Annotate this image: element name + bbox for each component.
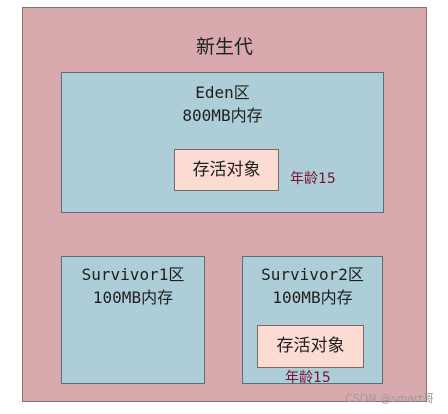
watermark: CSDN @smart哥 [345,392,434,405]
survivor2-object-age: 年龄15 [285,370,331,386]
survivor1-name: Survivor1区 [81,265,185,284]
survivor2-size: 100MB内存 [272,288,353,307]
survivor1-size: 100MB内存 [92,288,174,307]
eden-object-age: 年龄15 [290,171,336,187]
survivor2-live-object: 存活对象 [257,325,364,368]
survivor1-region: Survivor1区 100MB内存 [61,256,205,384]
eden-size: 800MB内存 [182,106,263,125]
survivor2-name: Survivor2区 [261,265,364,284]
young-generation-title: 新生代 [195,36,253,58]
eden-name: Eden区 [195,83,250,102]
eden-region: Eden区 800MB内存 [61,72,384,213]
eden-live-object: 存活对象 [174,149,279,191]
